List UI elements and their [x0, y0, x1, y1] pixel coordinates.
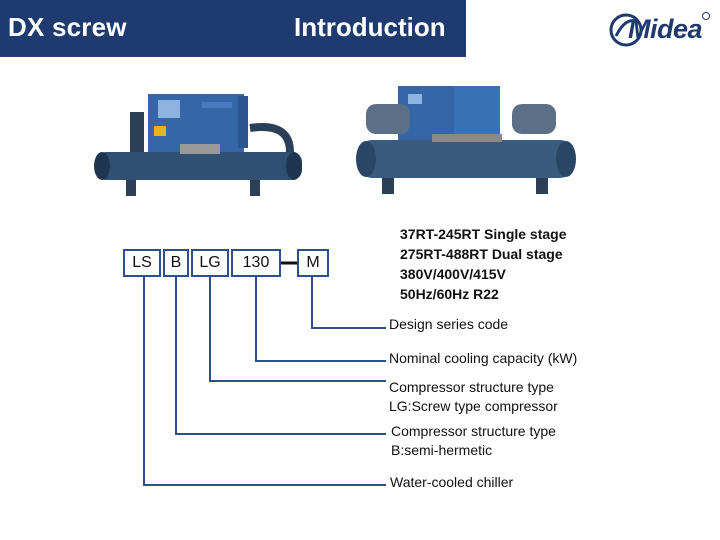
desc-compressor-lg: Compressor structure type LG:Screw type … — [389, 379, 558, 414]
spec-line: 50Hz/60Hz R22 — [400, 286, 499, 302]
spec-line: 380V/400V/415V — [400, 266, 506, 282]
brand-name: Midea — [628, 14, 703, 44]
desc-compressor-b: Compressor structure type B:semi-hermeti… — [391, 423, 556, 458]
header-left-band — [0, 0, 288, 57]
desc-water-cooled: Water-cooled chiller — [390, 474, 514, 490]
desc-design-series: Design series code — [389, 316, 509, 332]
spec-line: 37RT-245RT Single stage — [400, 226, 567, 242]
code-segment-b: B — [163, 249, 189, 277]
chiller-single-stage-image — [94, 94, 302, 196]
code-segment-lg: LG — [191, 249, 229, 277]
desc-cooling-capacity: Nominal cooling capacity (kW) — [389, 350, 578, 366]
spec-line: 275RT-488RT Dual stage — [400, 246, 563, 262]
section-title: DX screw — [8, 12, 127, 42]
code-segment-m: M — [297, 249, 329, 277]
brand-logo-icon — [609, 12, 710, 47]
code-segment-130: 130 — [231, 249, 281, 277]
chiller-dual-stage-image — [356, 86, 576, 194]
code-segment-ls: LS — [123, 249, 161, 277]
spec-block: 37RT-245RT Single stage 275RT-488RT Dual… — [400, 224, 640, 304]
header-center-band — [288, 0, 466, 57]
page-title: Introduction — [294, 12, 446, 42]
